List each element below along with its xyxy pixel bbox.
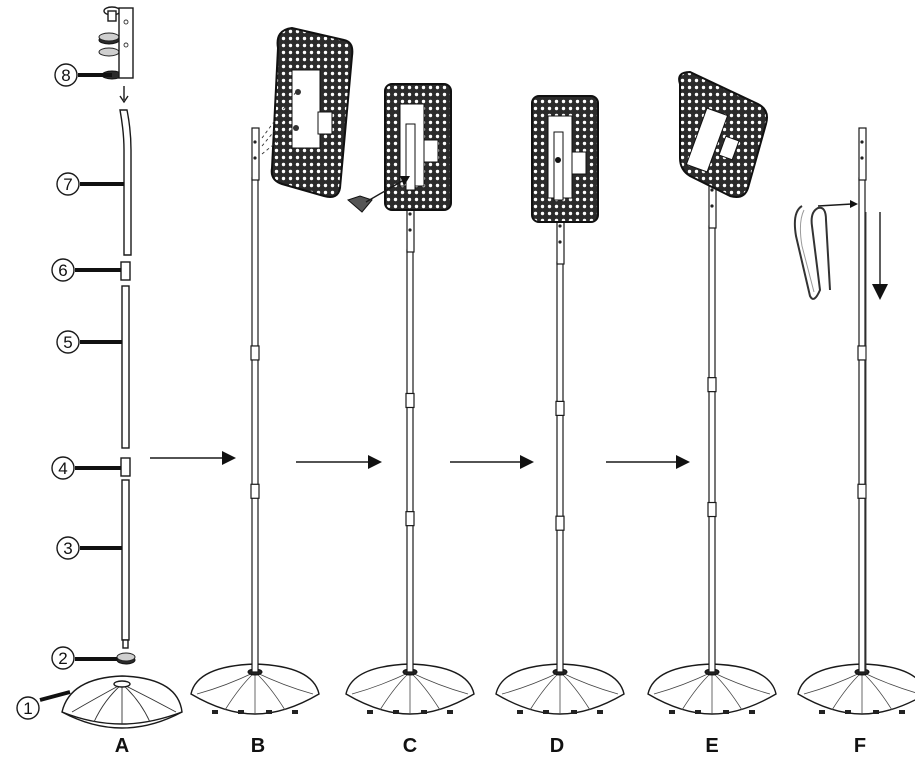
- callout-3: 3: [56, 536, 122, 560]
- callout-5: 5: [56, 330, 122, 354]
- callout-8: 8: [54, 63, 112, 87]
- step-c-panel: [347, 83, 452, 213]
- arrow-a-to-b: [150, 451, 236, 465]
- part-bracket-hardware: [98, 6, 134, 104]
- callout-2: 2: [51, 646, 117, 670]
- stand-bracket: [858, 127, 867, 181]
- part-base: [61, 675, 183, 729]
- step-label-e: E: [705, 735, 718, 757]
- step-b-panel: [261, 26, 354, 198]
- part-curved-tube: [119, 109, 132, 256]
- step-label-d: D: [550, 735, 564, 757]
- part-number-2: 2: [58, 649, 67, 668]
- stand-bracket: [251, 127, 260, 181]
- stand-pole: [556, 261, 564, 673]
- part-number-1: 1: [23, 699, 32, 718]
- step-label-c: C: [403, 735, 417, 757]
- stand-pole: [406, 249, 414, 673]
- part-number-3: 3: [63, 539, 72, 558]
- arrow-c-to-d: [450, 455, 534, 469]
- part-coupler-upper: [120, 261, 131, 281]
- callout-4: 4: [51, 456, 121, 480]
- part-washer: [116, 652, 136, 665]
- part-middle-tube: [121, 285, 130, 449]
- part-number-8: 8: [61, 66, 70, 85]
- part-coupler-lower: [120, 457, 131, 477]
- stand-b: [190, 127, 320, 715]
- step-e-panel: [678, 70, 768, 198]
- stand-pole: [708, 225, 716, 673]
- step-label-b: B: [251, 735, 265, 757]
- step-a-exploded-parts: 1 2 3 4 5 6 7: [16, 6, 183, 729]
- step-d-panel: [531, 95, 599, 223]
- stand-f: [797, 127, 915, 715]
- step-f-cable: [793, 200, 888, 300]
- callout-1: 1: [16, 690, 71, 720]
- part-number-6: 6: [58, 261, 67, 280]
- callout-7: 7: [56, 172, 124, 196]
- stand-c: [345, 199, 475, 715]
- step-arrows: [150, 451, 690, 469]
- step-labels: A B C D E F: [115, 735, 866, 757]
- part-number-5: 5: [63, 333, 72, 352]
- stand-e: [647, 175, 777, 715]
- arrow-d-to-e: [606, 455, 690, 469]
- part-number-7: 7: [63, 175, 72, 194]
- stand-d: [495, 211, 625, 715]
- callout-6: 6: [51, 258, 121, 282]
- part-number-4: 4: [58, 459, 67, 478]
- part-lower-tube: [121, 479, 130, 649]
- step-label-f: F: [854, 735, 866, 757]
- arrow-b-to-c: [296, 455, 382, 469]
- mounting-knob: [347, 176, 410, 213]
- stand-pole: [858, 177, 866, 673]
- stand-pole: [251, 177, 259, 673]
- assembled-stands: [190, 127, 915, 715]
- step-label-a: A: [115, 735, 129, 757]
